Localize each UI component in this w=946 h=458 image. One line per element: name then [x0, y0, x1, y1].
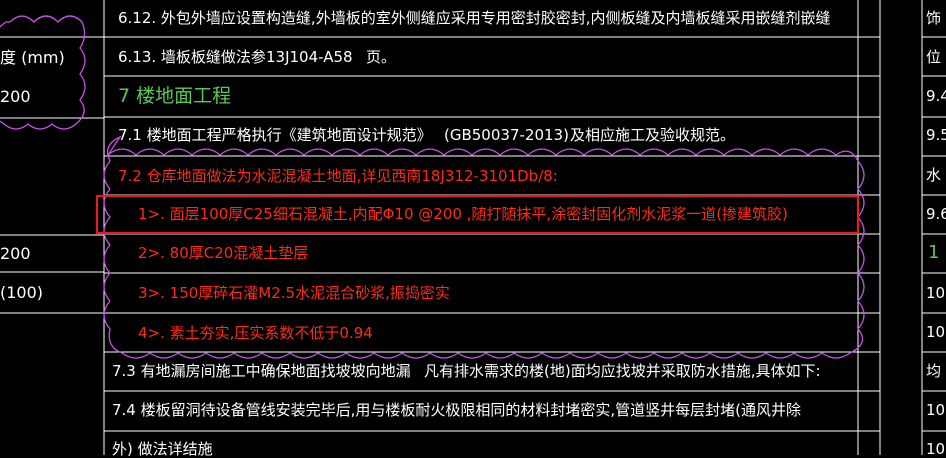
note-7-3-a: 7.3 有地漏房间施工中确保地面找坡坡向地漏 — [112, 362, 411, 380]
note-7-1-a: 7.1 楼地面工程严格执行《建筑地面设计规范》 — [118, 126, 432, 144]
right-col-8: 10. — [926, 284, 946, 302]
sub-item-3: 3>. 150厚碎石灌M2.5水泥混合砂浆,振捣密实 — [138, 284, 450, 302]
revision-cloud-left — [0, 15, 86, 130]
right-row-lines — [922, 36, 946, 432]
main-row-lines — [104, 36, 880, 432]
note-6-13-c: 页。 — [366, 48, 397, 66]
right-col-9: 10. — [926, 323, 946, 341]
right-col-4: 9.5 — [926, 126, 946, 144]
right-col-11: 10. — [926, 401, 946, 419]
right-col-3: 9.4 — [926, 87, 946, 105]
note-6-13-a: 6.13. 墙板板缝做法参 — [118, 48, 266, 66]
note-7-5-partial: 外) 做法详结施 — [112, 440, 213, 458]
note-7-2: 7.2 仓库地面做法为水泥混凝土地面,详见西南18J312-3101Db/8: — [118, 167, 558, 185]
revision-cloud-main — [103, 135, 865, 359]
right-col-10: 均 — [926, 362, 942, 380]
sub-item-2: 2>. 80厚C20混凝土垫层 — [138, 244, 309, 262]
sub-item-4: 4>. 素土夯实,压实系数不低于0.94 — [138, 324, 373, 342]
left-col-value-3: (100) — [0, 283, 44, 302]
left-col-value-1: 200 — [0, 87, 31, 106]
left-col-header: 度 (mm) — [0, 48, 65, 67]
right-col-12: 10. — [926, 440, 946, 458]
note-7-4: 7.4 楼板留洞待设备管线安装完毕后,用与楼板耐火极限相同的材料封堵密实,管道竖… — [112, 401, 802, 419]
highlight-box — [95, 194, 860, 235]
note-7-1-c: 及相应施工及验收规范。 — [570, 126, 736, 144]
sub-item-1: 1>. 面层100厚C25细石混凝土,内配Φ10 @200 ,随打随抹平,涂密封… — [138, 205, 788, 223]
right-col-6: 9.6 — [926, 205, 946, 223]
note-6-13-ref: 13J104-A58 — [266, 48, 353, 66]
left-col-value-2: 200 — [0, 244, 31, 263]
right-col-7: 1 — [928, 242, 940, 263]
left-row-lines — [0, 36, 104, 314]
right-col-2: 位 — [926, 48, 942, 66]
note-7-3-b: 凡有排水需求的楼(地)面均应找坡并采取防水措施,具体如下: — [424, 362, 821, 380]
right-col-5: 水 — [926, 166, 942, 184]
note-7-1-std: (GB50037-2013) — [444, 126, 569, 144]
right-col-1: 饰 — [926, 9, 942, 27]
section-heading-7: 7 楼地面工程 — [118, 85, 232, 107]
note-6-12: 6.12. 外包外墙应设置构造缝,外墙板的室外侧缝应采用专用密封胶密封,内侧板缝… — [118, 9, 831, 27]
